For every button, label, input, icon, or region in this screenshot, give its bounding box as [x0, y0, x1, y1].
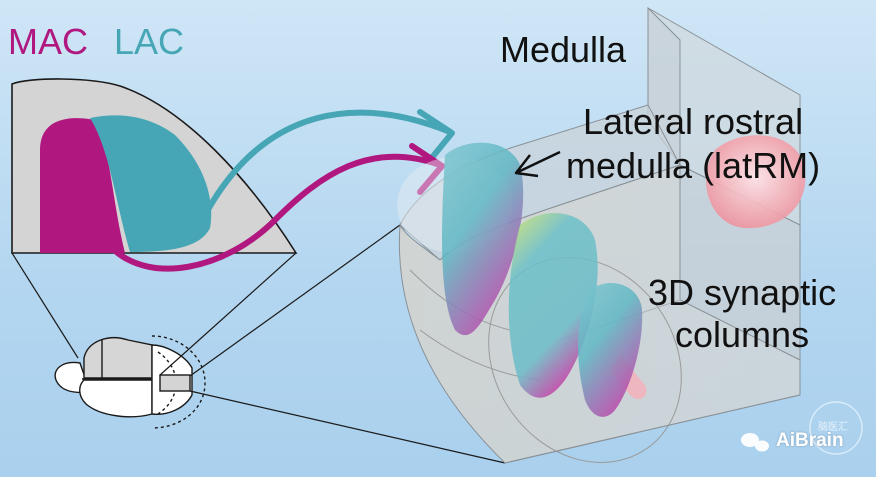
left-hemisphere-top: [83, 337, 153, 379]
latrm-pointer-line: [517, 150, 561, 174]
watermark-badge: [809, 401, 863, 455]
mac-region: [40, 118, 125, 253]
watermark-small: 脑医汇: [818, 422, 848, 433]
latrm-label: Lateral rostral medulla (latRM): [566, 100, 820, 188]
selected-region: [159, 374, 191, 392]
coronal-section: [11, 78, 298, 254]
latrm-label-line1: Lateral rostral: [582, 101, 804, 142]
lac-legend-label: LAC: [114, 21, 185, 62]
zoom-line-left-bottom: [159, 252, 297, 376]
medulla-bottom-edge: [504, 394, 801, 464]
synaptic-column-3: [578, 282, 643, 417]
latrm-pointer-head: [514, 154, 539, 178]
lac-arrow: [202, 109, 453, 218]
zoom-line-left-top: [11, 252, 79, 359]
left-hemisphere-bottom: [79, 379, 153, 418]
mac-arrow: [109, 153, 443, 272]
mac-arrowhead: [409, 143, 445, 195]
watermark-brand: AiBrain: [776, 430, 844, 451]
lac-region: [90, 115, 212, 252]
wechat-icon: [741, 433, 769, 452]
zoom-line-right-top: [189, 224, 401, 377]
synaptic-columns: [442, 142, 643, 417]
latrm-blob: [706, 135, 806, 229]
watermark: AiBrain: [740, 430, 844, 452]
columns-label-line2: columns: [675, 314, 810, 355]
columns-label-line1: 3D synaptic: [648, 272, 837, 313]
synaptic-column-1: [442, 142, 524, 336]
mac-legend-label: MAC: [8, 21, 88, 62]
zoom-line-right-bottom: [189, 390, 506, 464]
medulla-label: Medulla: [500, 29, 627, 70]
synaptic-column-2: [508, 213, 598, 398]
columns-label: 3D synaptic columns: [648, 272, 836, 356]
lac-arrowhead: [417, 109, 455, 163]
latrm-label-line2: medulla (latRM): [566, 145, 821, 186]
hindbrain-dotted: [151, 335, 206, 429]
